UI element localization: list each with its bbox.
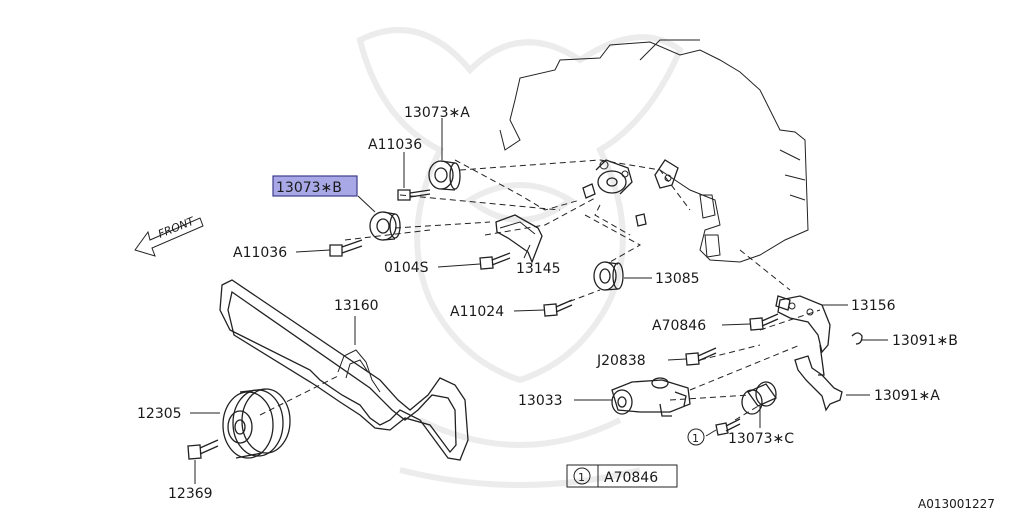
- cover-13145: [495, 214, 543, 264]
- clip-13091b: [851, 332, 863, 345]
- label-12369[interactable]: 12369: [168, 486, 213, 502]
- callout-1: 1: [687, 428, 705, 446]
- bolt-a11036-upper: [397, 189, 431, 201]
- label-13033[interactable]: 13033: [518, 393, 563, 409]
- callout-1-number: 1: [692, 432, 699, 445]
- figure-code: A013001227: [918, 497, 995, 511]
- tensioner-13033: [611, 377, 691, 417]
- idler-13085: [593, 261, 624, 291]
- label-13073b[interactable]: 13073∗B: [276, 180, 342, 196]
- crank-pulley-12305: [222, 388, 291, 459]
- bolt-a11024: [543, 299, 573, 317]
- label-13160[interactable]: 13160: [334, 298, 379, 314]
- pulley-13073c: [741, 381, 777, 415]
- clip-13091a: [794, 355, 843, 412]
- front-label: FRONT: [156, 214, 197, 241]
- bolt-0104s: [479, 252, 511, 270]
- legend-box: 1 A70846: [566, 464, 678, 488]
- bolt-j20838: [685, 347, 717, 366]
- label-a11036-left[interactable]: A11036: [233, 245, 287, 261]
- highlight-13073b: [272, 175, 358, 197]
- label-a11024[interactable]: A11024: [450, 304, 504, 320]
- legend-number: 1: [578, 471, 585, 484]
- bolt-a11036-left: [329, 239, 363, 257]
- crank-bolt-12369: [187, 439, 219, 460]
- pulley-13073a: [428, 160, 461, 191]
- label-a70846[interactable]: A70846: [652, 318, 706, 334]
- pulley-13073b: [369, 211, 401, 241]
- bracket-13156: [775, 295, 831, 376]
- label-13156[interactable]: 13156: [851, 298, 896, 314]
- label-13073a[interactable]: 13073∗A: [404, 105, 470, 121]
- legend-part[interactable]: A70846: [604, 470, 658, 486]
- timing-belt-13160: [219, 279, 469, 461]
- label-j20838[interactable]: J20838: [596, 353, 646, 369]
- label-13145[interactable]: 13145: [516, 261, 561, 277]
- label-12305[interactable]: 12305: [137, 406, 182, 422]
- alignment-lines: [259, 159, 821, 421]
- label-13091a[interactable]: 13091∗A: [874, 388, 940, 404]
- label-13091b[interactable]: 13091∗B: [892, 333, 958, 349]
- bolt-a70846: [749, 313, 779, 331]
- label-13085[interactable]: 13085: [655, 271, 700, 287]
- bolt-callout-1: [715, 418, 741, 436]
- engine-block: [499, 39, 809, 263]
- front-arrow-icon: [134, 217, 204, 257]
- label-a11036-upper[interactable]: A11036: [368, 137, 422, 153]
- label-13073c[interactable]: 13073∗C: [728, 431, 794, 447]
- leader-lines: [190, 118, 888, 484]
- watermark-emblem: [356, 27, 684, 488]
- label-0104s[interactable]: 0104S: [384, 260, 429, 276]
